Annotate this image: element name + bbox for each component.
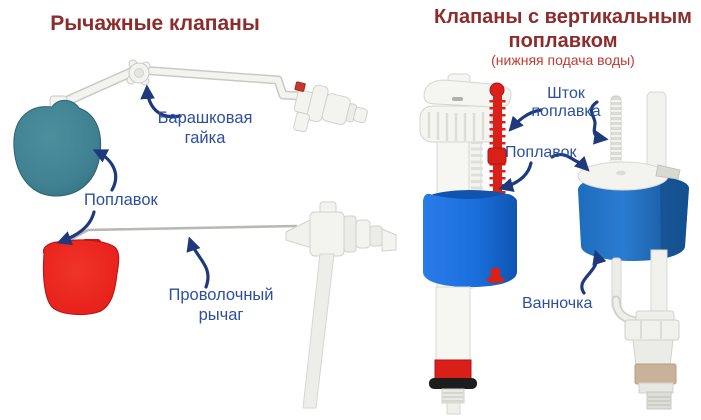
wire-valve-body (285, 201, 397, 257)
valve-lower-stem (429, 286, 477, 415)
wire-lever-label: Проволочный рычаг (168, 286, 274, 324)
valve-cap (423, 73, 512, 108)
beige-ring (634, 363, 677, 385)
wire-lever (69, 224, 298, 242)
red-seal-band (434, 359, 472, 381)
arrow-rod-left (508, 108, 543, 132)
float-label-right: Поплавок (505, 144, 577, 161)
wing-nut-label: Барашковая гайка (157, 109, 253, 147)
annotation-arrows (56, 84, 609, 295)
float-lid-disc (577, 161, 681, 191)
arrow-float-cup (498, 161, 533, 193)
red-float (42, 239, 120, 316)
arrow-float-red (56, 210, 96, 246)
hex-nut (624, 319, 680, 341)
lever-valve-bottom-assembly (42, 201, 397, 409)
vertical-valve-left-assembly (419, 73, 517, 415)
wing-nut (126, 59, 151, 86)
right-section-subtitle: (нижняя подача воды) (491, 52, 635, 68)
arrow-rod-right (589, 100, 609, 145)
right-section-title: Клапаны с вертикальным поплавком (434, 6, 692, 52)
float-rod-label: Шток поплавка (531, 85, 601, 121)
black-washer (429, 378, 477, 389)
outlet-tube (302, 253, 335, 409)
arrow-wing-nut (140, 84, 182, 119)
left-section-title: Рычажные клапаны (50, 12, 260, 35)
blue-cylinder-float (578, 175, 689, 261)
arrow-float-teal (92, 149, 118, 192)
vertical-valve-right-assembly (577, 91, 689, 410)
blue-cup-float (423, 190, 517, 287)
inlet-shank-assembly (624, 310, 680, 410)
float-rod-white (610, 95, 622, 169)
arrow-cup (580, 249, 607, 295)
lid-clip (655, 164, 681, 180)
lever-valve-top-assembly (13, 59, 368, 197)
float-label-left: Поплавок (84, 191, 158, 209)
ribbed-collar (419, 105, 503, 143)
arrow-wire-lever (186, 236, 210, 289)
teal-float (13, 99, 102, 197)
fill-tube (646, 91, 667, 173)
cup-label: Ванночка (522, 295, 593, 312)
lever-valve-body (293, 81, 368, 133)
arrow-float-cylinder (550, 152, 590, 172)
